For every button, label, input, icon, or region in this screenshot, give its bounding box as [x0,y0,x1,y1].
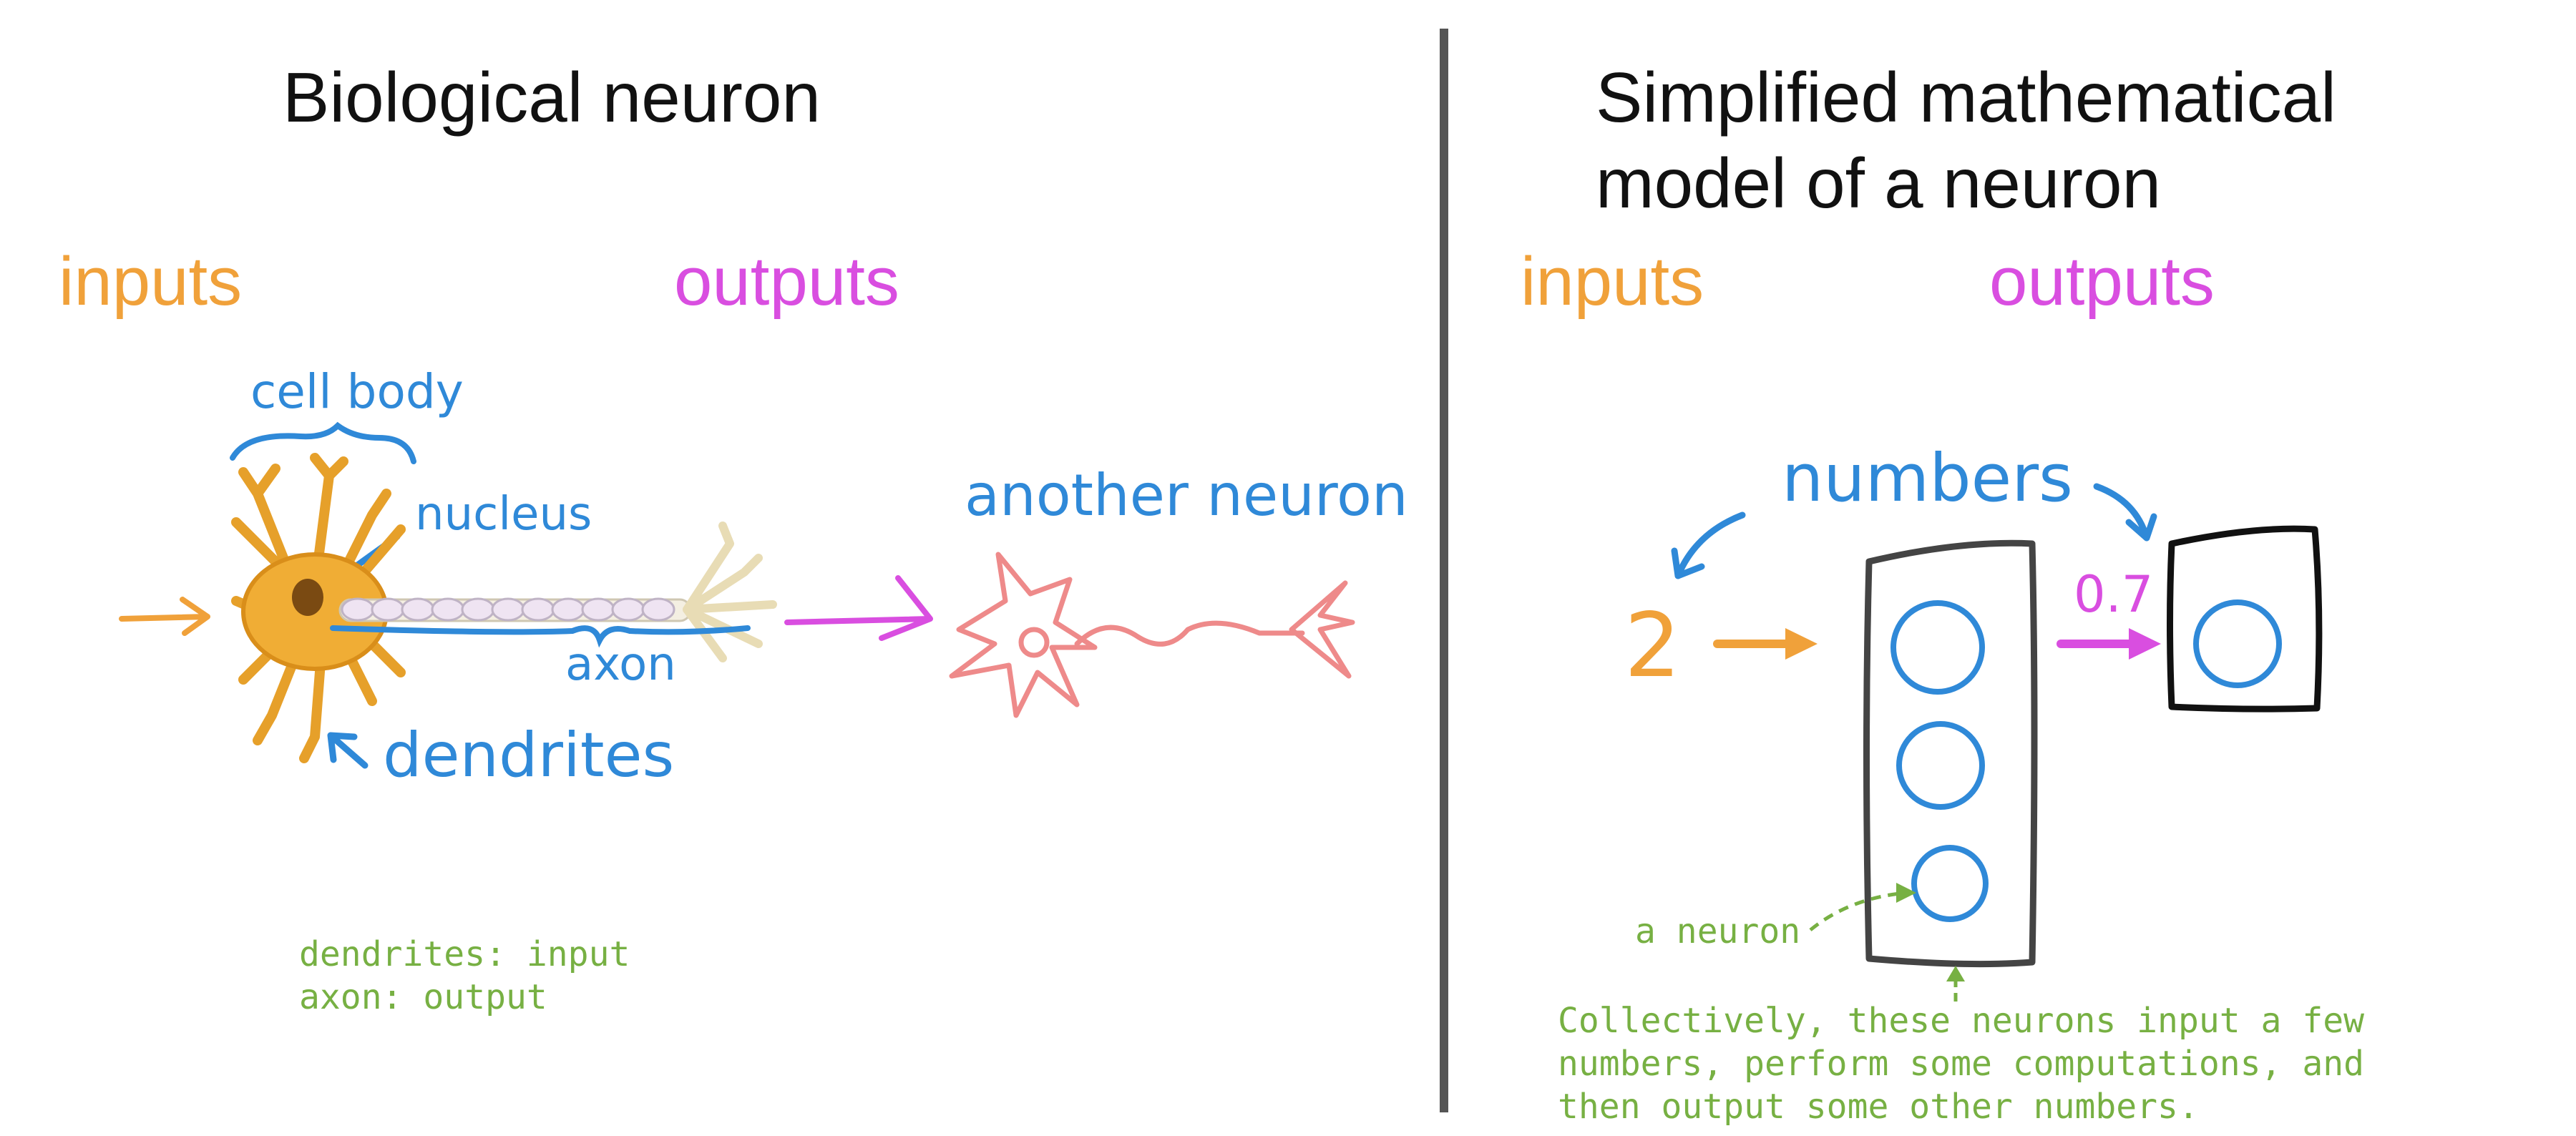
output-arrow-head [2129,628,2161,660]
numbers-arrow-left [1671,511,1746,579]
numbers-label: numbers [1782,440,2073,516]
left-title: Biological neuron [283,58,821,137]
neuron-output-arrow [784,575,933,641]
caption-line-2: numbers, perform some computations, and [1558,1044,2364,1084]
neuron-annotation-arrowhead [1896,883,1916,903]
left-outputs-label: outputs [674,243,899,320]
left-inputs-label: inputs [59,243,242,320]
input-arrow-head [1785,628,1818,660]
neuron-input-arrow [119,597,210,636]
layer-box [1863,539,2038,968]
dendrites-label: dendrites [383,720,674,791]
neuron-annotation-arrow [1809,891,1908,931]
axon-terminals [683,522,777,662]
another-neuron-label: another neuron [965,462,1408,529]
collective-annotation-arrowhead [1946,966,1965,981]
right-panel: Simplified mathematical model of a neuro… [1521,58,2364,1127]
myelin-sheath [341,597,675,622]
biological-neuron-illustration [231,453,777,763]
dendrites-arrow [327,732,369,769]
dendrite-branches [231,453,406,763]
axon-underline [330,625,751,648]
input-value: 2 [1624,594,1681,697]
right-title-line2: model of a neuron [1596,144,2161,222]
right-outputs-label: outputs [1989,243,2215,320]
output-value: 0.7 [2074,565,2153,624]
axon-label: axon [565,638,676,691]
left-note-axon: axon: output [299,977,547,1017]
caption-line-3: then output some other numbers. [1558,1087,2199,1127]
output-layer-box [2167,525,2323,713]
caption-line-1: Collectively, these neurons input a few [1558,1001,2364,1041]
neuron-unit-2 [1896,721,1985,810]
numbers-arrow-right [2093,483,2157,542]
cell-body-brace [230,421,416,464]
output-neuron-unit [2193,599,2282,688]
nucleus-label: nucleus [415,488,592,541]
left-note-dendrites: dendrites: input [299,934,630,974]
another-neuron-sketch [949,552,1355,718]
right-inputs-label: inputs [1521,243,1704,320]
neuron-unit-1 [1890,600,1985,695]
cell-body-label: cell body [250,364,464,419]
left-panel: Biological neuron inputs outputs cell bo… [59,58,1408,1017]
neuron-unit-3 [1911,845,1989,922]
right-title-line1: Simplified mathematical [1596,58,2336,137]
nucleus [292,579,323,616]
neuron-annotation: a neuron [1635,911,1800,951]
